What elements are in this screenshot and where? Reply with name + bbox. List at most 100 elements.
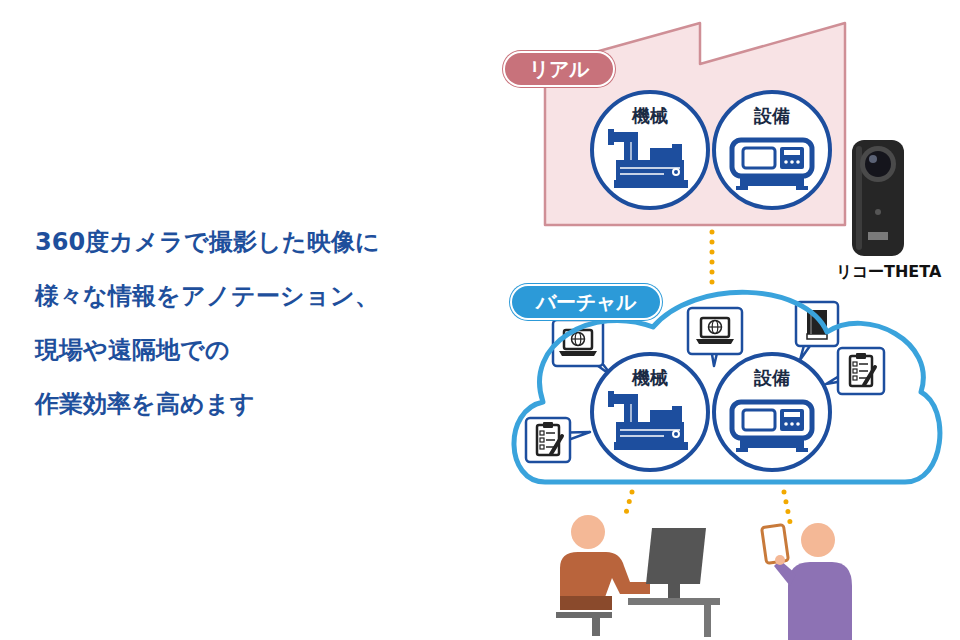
facility-window xyxy=(743,148,775,168)
facility-stand xyxy=(740,440,804,448)
real-factory-region: 機械設備リアル xyxy=(505,20,850,228)
facility-icon xyxy=(732,402,812,452)
monitor xyxy=(646,528,706,584)
machine-elbow xyxy=(610,132,638,142)
clipboard-board xyxy=(537,425,559,455)
machine-rib xyxy=(620,435,664,437)
facility-button xyxy=(796,422,800,426)
pencil xyxy=(551,436,562,454)
machine-body xyxy=(616,160,684,180)
laptop-base xyxy=(696,339,734,344)
person-body xyxy=(788,562,852,640)
clipboard-board xyxy=(850,356,872,386)
callout-tail-cover xyxy=(528,420,568,460)
person-head xyxy=(801,523,835,557)
machine-flange xyxy=(608,129,614,145)
monitor-stand xyxy=(668,584,680,598)
facility-stand xyxy=(740,178,804,186)
machine-seam xyxy=(630,142,631,160)
callout-box xyxy=(838,348,884,394)
laptop-screen xyxy=(701,318,729,337)
check-line xyxy=(546,439,555,441)
dotted-link xyxy=(710,232,715,286)
globe-equator xyxy=(709,326,722,327)
tablet xyxy=(762,525,789,564)
checkbox xyxy=(853,362,857,366)
person-body xyxy=(560,552,650,600)
equipment-circle: 設備 xyxy=(712,90,832,210)
machine-rib xyxy=(620,429,680,431)
theta-camera xyxy=(852,140,904,256)
lead-text: 360度カメラで撮影した映像に 様々な情報をアノテーション、 現場や遠隔地での … xyxy=(35,215,445,431)
check-line xyxy=(859,363,868,365)
equipment-name: 機械 xyxy=(594,104,706,128)
machine-rib xyxy=(620,173,664,175)
laptop-base xyxy=(559,351,597,356)
person-lap xyxy=(560,596,612,610)
facility-button xyxy=(784,160,788,164)
cloud-shape xyxy=(514,292,940,482)
facility-body xyxy=(732,140,812,176)
machine-motor xyxy=(650,410,672,423)
facility-panel xyxy=(780,409,804,431)
machine-cap xyxy=(672,406,682,423)
facility-body xyxy=(732,402,812,438)
equipment-name: 設備 xyxy=(716,104,828,128)
camera-display xyxy=(868,232,888,240)
checkbox xyxy=(540,438,544,442)
equipment-name: 設備 xyxy=(716,366,828,390)
desk-chair xyxy=(556,612,612,636)
machine-gauge xyxy=(672,430,680,438)
annotation-callout xyxy=(688,308,742,366)
machine-base xyxy=(614,180,688,188)
virtual-cloud-region: 機械設備 バーチャル xyxy=(505,282,945,487)
callout-tail-cover xyxy=(690,310,740,352)
machine-seam xyxy=(630,404,631,422)
checkbox xyxy=(853,369,857,373)
facility-button xyxy=(790,422,794,426)
machine-base xyxy=(614,442,688,450)
facility-window xyxy=(743,410,775,430)
callout-box xyxy=(688,308,742,354)
checkbox xyxy=(853,376,857,380)
facility-foot xyxy=(796,186,808,190)
facility-foot xyxy=(796,448,808,452)
equipment-circle: 設備 xyxy=(712,352,832,472)
check-line xyxy=(546,432,555,434)
pencil xyxy=(864,367,875,385)
camera-lens-ring xyxy=(860,146,896,182)
machine-icon xyxy=(608,129,688,188)
callout-tail-cover xyxy=(840,350,882,392)
annotation-callout xyxy=(826,348,884,394)
machine-gauge xyxy=(672,168,680,176)
check-line xyxy=(859,370,868,372)
leader-dots xyxy=(624,492,632,520)
person-head xyxy=(571,515,605,549)
machine-cap xyxy=(672,144,682,161)
camera-body xyxy=(852,140,904,256)
globe xyxy=(572,333,585,346)
facility-button xyxy=(796,160,800,164)
facility-button xyxy=(790,160,794,164)
facility-foot xyxy=(736,186,748,190)
facility-screen xyxy=(784,150,800,155)
facility-screen xyxy=(784,412,800,417)
book-pages xyxy=(807,334,827,339)
equipment-circle: 機械 xyxy=(590,352,710,472)
region-tab: バーチャル xyxy=(512,286,660,318)
checkbox xyxy=(540,445,544,449)
camera-name: リコーTHETA xyxy=(836,262,941,283)
leader-dots xyxy=(784,492,790,522)
machine-body xyxy=(616,422,684,442)
tablet-worker xyxy=(762,523,852,640)
facility-panel xyxy=(780,147,804,169)
machine-gauge xyxy=(674,432,678,436)
facility-foot xyxy=(736,448,748,452)
desk-worker xyxy=(556,515,720,637)
equipment-circle: 機械 xyxy=(590,90,710,210)
checkbox xyxy=(540,431,544,435)
clipboard-clip xyxy=(856,353,866,359)
machine-flange xyxy=(608,391,614,407)
person-hand xyxy=(775,555,785,565)
callout-box xyxy=(526,418,570,462)
